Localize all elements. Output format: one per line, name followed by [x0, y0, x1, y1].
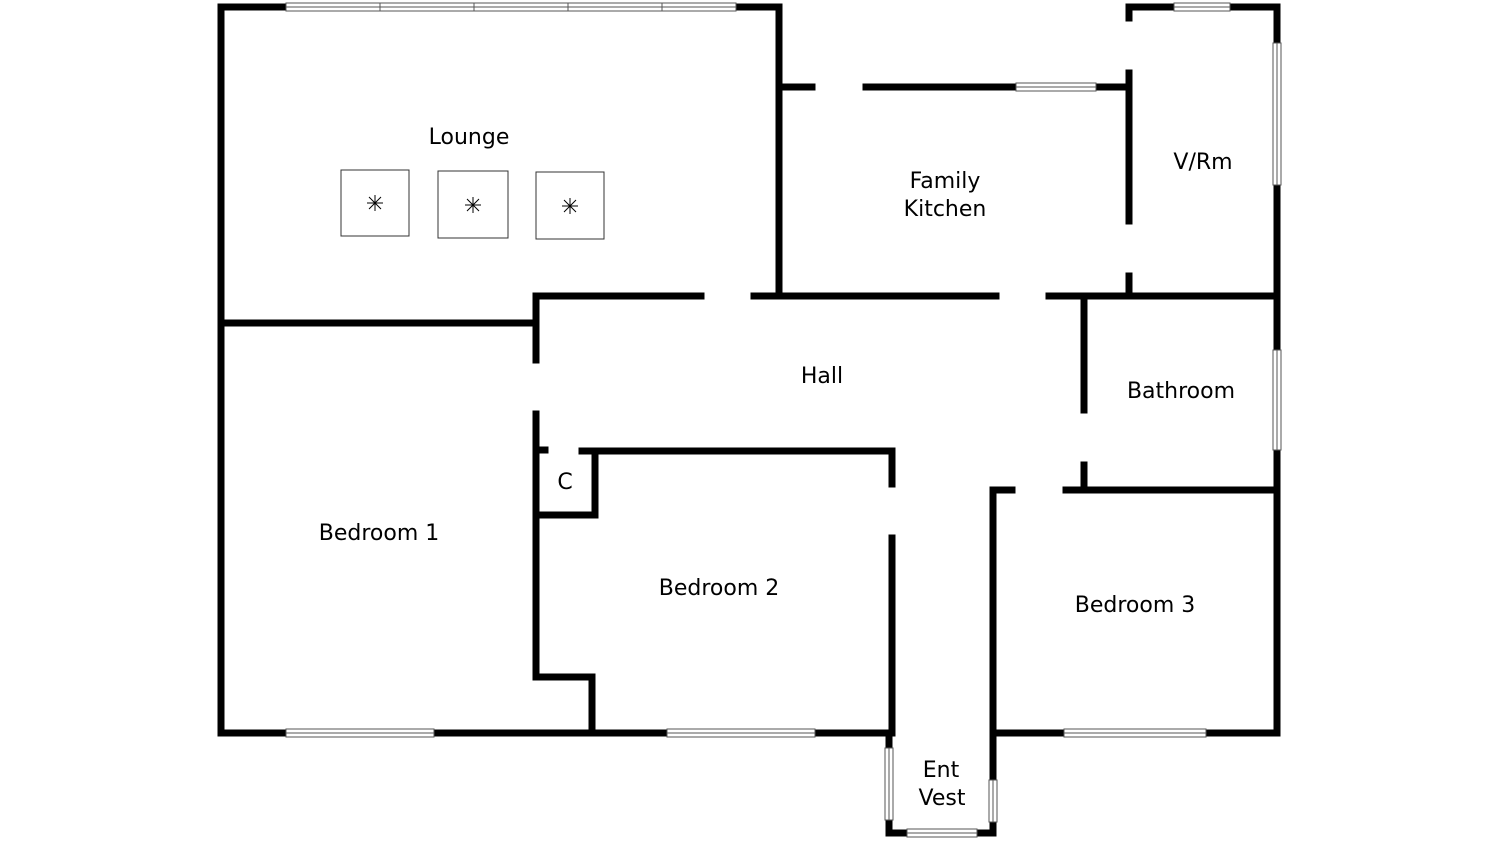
label-lounge: Lounge — [429, 125, 510, 150]
skylight-icon — [340, 169, 410, 237]
windows — [285, 2, 1282, 838]
skylights — [340, 169, 605, 240]
label-cupboard: C — [557, 470, 572, 495]
label-bedroom-1: Bedroom 1 — [319, 521, 440, 546]
skylight-icon — [535, 171, 605, 240]
label-kitchen-line1: Family — [910, 169, 981, 194]
skylight-icon — [437, 170, 509, 239]
label-bedroom-3: Bedroom 3 — [1075, 593, 1196, 618]
room-labels: Lounge Family Kitchen V/Rm Hall Bathroom… — [319, 125, 1235, 811]
label-vrm: V/Rm — [1173, 150, 1232, 175]
label-bedroom-2: Bedroom 2 — [659, 576, 780, 601]
label-vestibule-line1: Ent — [923, 758, 960, 783]
label-hall: Hall — [801, 364, 843, 389]
walls — [217, 3, 1281, 837]
label-vestibule-line2: Vest — [919, 786, 966, 811]
label-bathroom: Bathroom — [1127, 379, 1235, 404]
label-kitchen-line2: Kitchen — [904, 197, 987, 222]
